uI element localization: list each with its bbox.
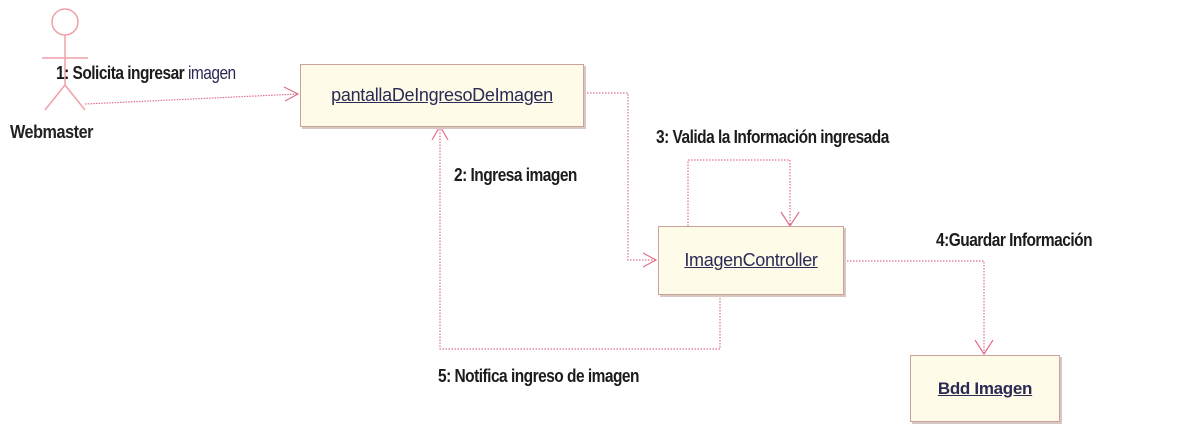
link-screen-to-controller — [584, 92, 658, 268]
message-1: 1: Solicita ingresar imagen — [56, 63, 236, 84]
actor-webmaster-figure — [42, 8, 88, 111]
self-link-controller — [687, 159, 800, 228]
link-actor-to-screen — [84, 86, 300, 105]
object-screen-label: pantallaDeIngresoDeImagen — [331, 85, 553, 105]
link-controller-to-db — [844, 260, 994, 356]
object-db-label: Bdd Imagen — [937, 378, 1033, 398]
message-2: 2: Ingresa imagen — [454, 165, 577, 185]
message-5: 5: Notifica ingreso de imagen — [438, 366, 639, 386]
message-1-prefix: 1: Solicita ingresar — [56, 63, 185, 83]
actor-label: Webmaster — [10, 122, 93, 142]
object-controller-label: ImagenController — [684, 250, 818, 270]
object-controller: ImagenController — [658, 226, 844, 295]
object-db: Bdd Imagen — [910, 355, 1060, 422]
message-1-suffix: imagen — [184, 63, 236, 83]
message-3: 3: Valida la Información ingresada — [656, 127, 889, 147]
object-screen: pantallaDeIngresoDeImagen — [300, 64, 584, 127]
message-4: 4:Guardar Información — [936, 230, 1093, 250]
